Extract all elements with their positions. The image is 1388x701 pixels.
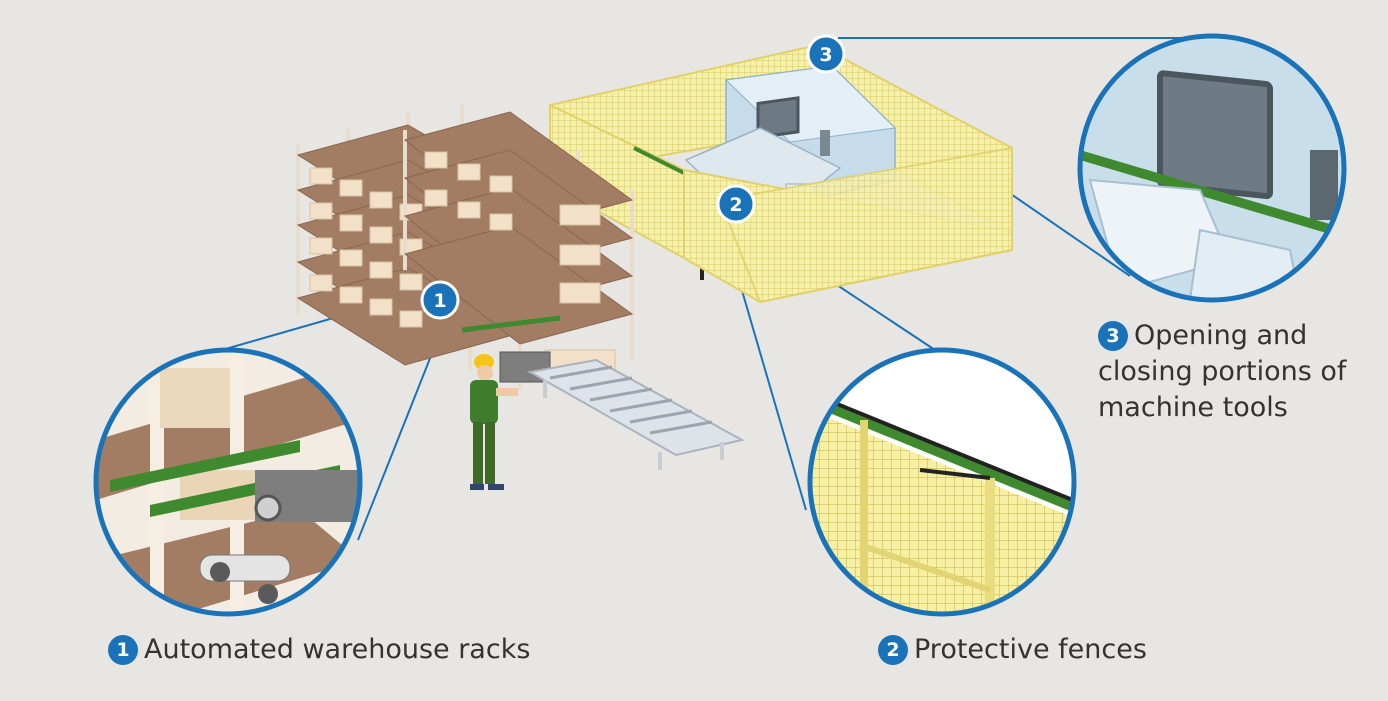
zoom-circle-machine [1077,33,1347,303]
machine-tool-icon [684,65,897,206]
zoom-circle-racks [93,347,363,617]
svg-text:2: 2 [729,194,742,216]
protective-fence-enclosure [549,43,1013,304]
caption-text: Automated warehouse racks [144,634,531,665]
warehouse-rack-icon [296,105,634,390]
caption-text: Protective fences [914,634,1147,665]
svg-text:3: 3 [819,44,832,66]
caption-number: 2 [878,635,908,665]
zoom-circle-fence [807,347,1077,617]
caption-number: 1 [108,635,138,665]
marker-1: 1 [420,280,460,320]
caption-text: Opening and closing portions of machine … [1098,320,1347,423]
svg-text:1: 1 [433,290,446,312]
worker-icon [470,354,518,490]
caption-number: 3 [1098,321,1128,351]
roller-conveyor-icon [527,358,745,470]
marker-2: 2 [716,184,756,224]
marker-3: 3 [806,34,846,74]
